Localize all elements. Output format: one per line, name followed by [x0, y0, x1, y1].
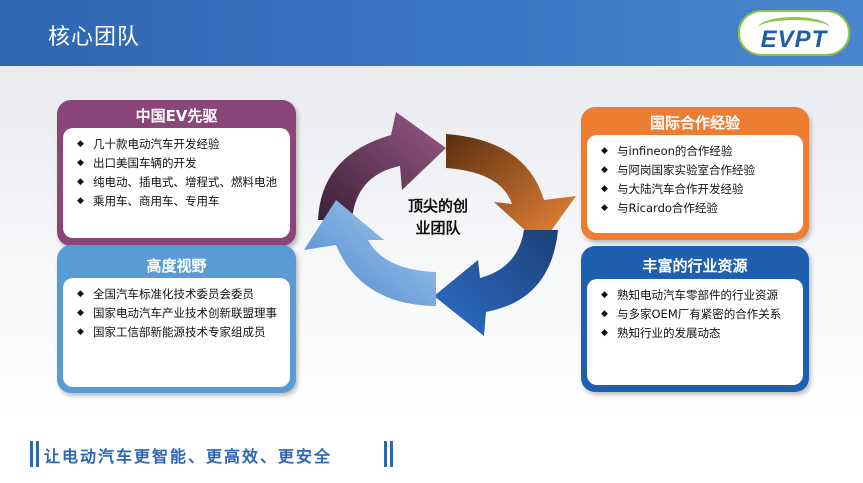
list-item: 与多家OEM厂有紧密的合作关系 — [601, 306, 795, 322]
list-item: 出口美国车辆的开发 — [77, 155, 282, 171]
card-body: 几十款电动汽车开发经验 出口美国车辆的开发 纯电动、插电式、增程式、燃料电池 乘… — [63, 128, 290, 238]
footer-bar-left-2 — [36, 441, 39, 467]
list-item: 国家工信部新能源技术专家组成员 — [77, 324, 282, 340]
cycle-arrow-orange — [446, 134, 576, 245]
cycle-arrow-lightblue — [304, 200, 436, 306]
list-item: 熟知行业的发展动态 — [601, 325, 795, 341]
card-industry-resources: 丰富的行业资源 熟知电动汽车零部件的行业资源 与多家OEM厂有紧密的合作关系 熟… — [581, 246, 809, 392]
list-item: 乘用车、商用车、专用车 — [77, 193, 282, 209]
footer — [0, 418, 863, 483]
header-bar: 核心团队 EVPT — [0, 0, 863, 66]
list-item: 纯电动、插电式、增程式、燃料电池 — [77, 174, 282, 190]
footer-bar-right-1 — [384, 441, 387, 467]
list-item: 与infineon的合作经验 — [601, 143, 795, 159]
card-title: 高度视野 — [146, 257, 207, 275]
card-body: 全国汽车标准化技术委员会委员 国家电动汽车产业技术创新联盟理事 国家工信部新能源… — [63, 278, 290, 387]
list-item: 与阿岗国家实验室合作经验 — [601, 162, 795, 178]
center-label: 顶尖的创 业团队 — [407, 197, 468, 237]
footer-bar-right-2 — [390, 441, 393, 467]
card-title: 国际合作经验 — [649, 114, 740, 132]
logo-arc-icon — [758, 17, 830, 39]
card-vision: 高度视野 全国汽车标准化技术委员会委员 国家电动汽车产业技术创新联盟理事 国家工… — [57, 245, 296, 393]
page-title: 核心团队 — [48, 25, 141, 50]
cycle-diagram — [304, 112, 576, 336]
card-ev-pioneer: 中国EV先驱 几十款电动汽车开发经验 出口美国车辆的开发 纯电动、插电式、增程式… — [57, 100, 296, 246]
cycle-arrow-navy — [434, 230, 558, 336]
card-international: 国际合作经验 与infineon的合作经验 与阿岗国家实验室合作经验 与大陆汽车… — [581, 107, 809, 240]
card-body: 与infineon的合作经验 与阿岗国家实验室合作经验 与大陆汽车合作开发经验 … — [587, 135, 803, 233]
list-item: 与大陆汽车合作开发经验 — [601, 181, 795, 197]
card-title: 中国EV先驱 — [135, 107, 218, 125]
evpt-logo: EVPT — [738, 10, 850, 56]
cycle-arrow-purple — [318, 112, 446, 220]
logo-text: EVPT — [760, 26, 828, 53]
list-item: 几十款电动汽车开发经验 — [77, 136, 282, 152]
card-title: 丰富的行业资源 — [642, 257, 748, 275]
card-body: 熟知电动汽车零部件的行业资源 与多家OEM厂有紧密的合作关系 熟知行业的发展动态 — [587, 279, 803, 385]
list-item: 国家电动汽车产业技术创新联盟理事 — [77, 305, 282, 321]
footer-bar-left-1 — [30, 441, 33, 467]
footer-slogan: 让电动汽车更智能、更高效、更安全 — [44, 447, 333, 466]
list-item: 熟知电动汽车零部件的行业资源 — [601, 287, 795, 303]
list-item: 全国汽车标准化技术委员会委员 — [77, 286, 282, 302]
list-item: 与Ricardo合作经验 — [601, 200, 795, 216]
